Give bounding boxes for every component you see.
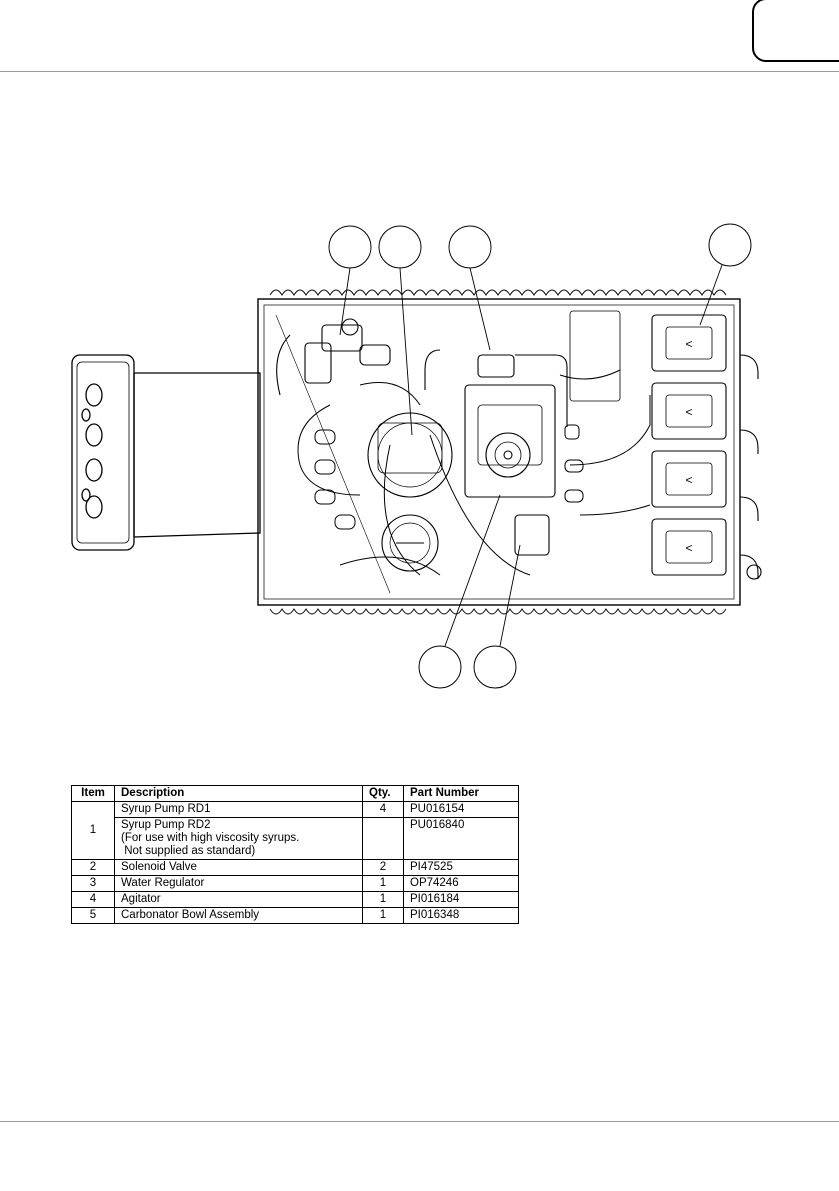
cell-part-number: PU016840: [404, 818, 519, 860]
svg-text:<: <: [685, 473, 692, 487]
header-qty: Qty.: [363, 786, 404, 802]
cell-item: 4: [72, 892, 115, 908]
carbonator-bowl: [368, 413, 452, 571]
cell-part-number: PI47525: [404, 860, 519, 876]
cell-description: Agitator: [115, 892, 363, 908]
cell-part-number: PI016348: [404, 908, 519, 924]
cell-qty: 1: [363, 908, 404, 924]
header-rule: [0, 71, 839, 72]
callout-balloons: [329, 224, 751, 688]
callout-balloon: [329, 226, 371, 268]
cell-item: 2: [72, 860, 115, 876]
svg-text:<: <: [685, 541, 692, 555]
table-row: 3 Water Regulator 1 OP74246: [72, 876, 519, 892]
exploded-assembly-drawing: < < < <: [60, 215, 780, 695]
callout-balloon: [474, 646, 516, 688]
table-header-row: Item Description Qty. Part Number: [72, 786, 519, 802]
table-row: Syrup Pump RD2 (For use with high viscos…: [72, 818, 519, 860]
callout-balloon: [419, 646, 461, 688]
main-housing: [258, 290, 740, 614]
cell-part-number: OP74246: [404, 876, 519, 892]
footer-rule: [0, 1121, 839, 1122]
callout-balloon: [449, 226, 491, 268]
callout-balloon: [709, 224, 751, 266]
header-description: Description: [115, 786, 363, 802]
cell-qty: 2: [363, 860, 404, 876]
cell-qty: [363, 818, 404, 860]
cell-description: Carbonator Bowl Assembly: [115, 908, 363, 924]
cell-qty: 1: [363, 876, 404, 892]
cell-item: 5: [72, 908, 115, 924]
cell-item: 1: [72, 802, 115, 860]
page-tab-marker: [752, 0, 839, 62]
parts-list-table: Item Description Qty. Part Number 1 Syru…: [71, 785, 519, 924]
cell-description: Syrup Pump RD2 (For use with high viscos…: [115, 818, 363, 860]
cell-description: Solenoid Valve: [115, 860, 363, 876]
control-panel: [72, 355, 260, 550]
cell-part-number: PU016154: [404, 802, 519, 818]
table-row: 4 Agitator 1 PI016184: [72, 892, 519, 908]
description-line: Not supplied as standard): [121, 845, 356, 858]
description-line: Syrup Pump RD2: [121, 819, 356, 832]
leader-lines: [340, 265, 722, 646]
cell-part-number: PI016184: [404, 892, 519, 908]
cell-description: Water Regulator: [115, 876, 363, 892]
outlet-elbows: [740, 355, 761, 579]
cell-qty: 1: [363, 892, 404, 908]
header-item: Item: [72, 786, 115, 802]
svg-text:<: <: [685, 337, 692, 351]
table-row: 2 Solenoid Valve 2 PI47525: [72, 860, 519, 876]
cell-description: Syrup Pump RD1: [115, 802, 363, 818]
table-row: 5 Carbonator Bowl Assembly 1 PI016348: [72, 908, 519, 924]
water-regulator: [277, 319, 390, 395]
svg-text:<: <: [685, 405, 692, 419]
cell-qty: 4: [363, 802, 404, 818]
header-part-number: Part Number: [404, 786, 519, 802]
callout-balloon: [379, 226, 421, 268]
syrup-pumps: < < < <: [570, 311, 726, 575]
cell-item: 3: [72, 876, 115, 892]
description-line: (For use with high viscosity syrups.: [121, 832, 356, 845]
solenoid-valve: [425, 350, 567, 555]
table-row: 1 Syrup Pump RD1 4 PU016154: [72, 802, 519, 818]
